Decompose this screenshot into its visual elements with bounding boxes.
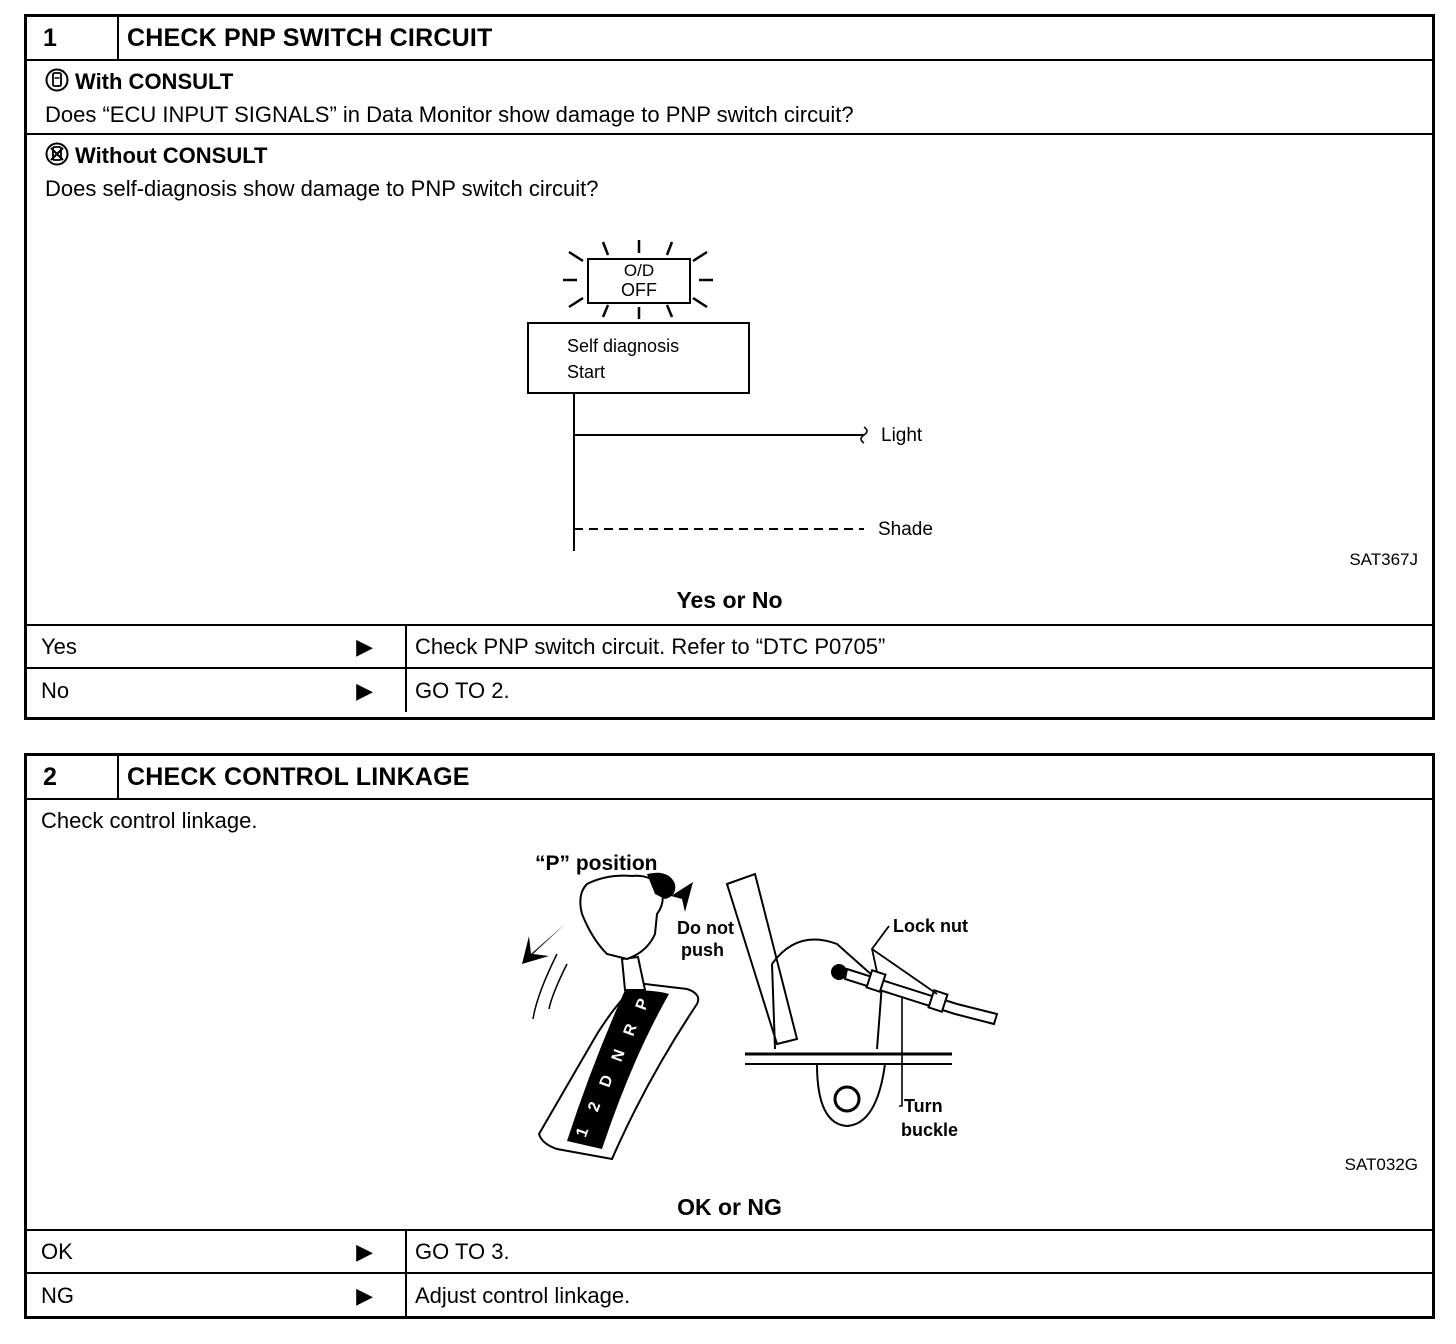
lamp-rays: [563, 240, 713, 319]
section-number: 2: [27, 756, 119, 798]
pivot-plate: [816, 1063, 886, 1128]
without-consult-block: Without CONSULT Does self-diagnosis show…: [27, 135, 1432, 626]
move-arrow: [522, 924, 565, 964]
hand: [579, 874, 664, 961]
shift-lever: [620, 955, 647, 991]
self-diagnosis-figure: O/D OFF Self diagnosis Start Light Shade: [527, 240, 933, 551]
section-1-panel: 1 CHECK PNP SWITCH CIRCUIT With CONSULT …: [24, 14, 1435, 720]
turn-buckle-shape: [927, 989, 949, 1013]
lock-nut-label: Lock nut: [893, 916, 968, 936]
linkage-bracket: [771, 938, 884, 1050]
no-consult-icon: [45, 142, 69, 174]
section-2-panel: 2 CHECK CONTROL LINKAGE Check control li…: [24, 753, 1435, 1319]
shade-label: Shade: [878, 519, 933, 540]
section-1-header: 1 CHECK PNP SWITCH CIRCUIT: [27, 17, 1432, 61]
with-consult-heading: With CONSULT: [75, 69, 234, 94]
linkage-arm: [725, 872, 799, 1046]
question-label: Yes or No: [676, 587, 783, 613]
lamp-label-line1: O/D: [624, 261, 654, 280]
do-not-push-line1: Do not: [677, 918, 734, 938]
arrow-icon: ▶: [356, 633, 373, 659]
pivot-bolt: [833, 1085, 861, 1113]
check-linkage-text: Check control linkage.: [41, 808, 258, 833]
self-diagnosis-box: [527, 322, 750, 394]
figure-code: SAT032G: [1344, 1155, 1418, 1174]
question-label: OK or NG: [677, 1194, 782, 1220]
light-break-mark: [860, 426, 868, 444]
arrow-icon: ▶: [356, 1238, 373, 1264]
lock-nut-shape: [865, 969, 887, 993]
without-consult-text: Does self-diagnosis show damage to PNP s…: [45, 176, 599, 201]
answer-row-yes: Yes ▶ Check PNP switch circuit. Refer to…: [27, 626, 1432, 669]
turn-buckle-leader: [899, 996, 903, 1107]
rod-joint: [831, 964, 847, 980]
answer-value: Check PNP switch circuit. Refer to “DTC …: [415, 633, 886, 659]
answer-row-ng: NG ▶ Adjust control linkage.: [27, 1274, 1432, 1317]
gate-letter: N: [609, 1047, 629, 1064]
section-number: 1: [27, 17, 119, 59]
lock-nut-leaders: [871, 925, 938, 995]
figure-code: SAT367J: [1349, 550, 1418, 569]
lamp-label-line2: OFF: [621, 280, 657, 300]
turn-buckle-line2: buckle: [901, 1120, 958, 1140]
arrow-icon: ▶: [356, 1282, 373, 1308]
section-2-header: 2 CHECK CONTROL LINKAGE: [27, 756, 1432, 800]
gate-slot-dark: [567, 990, 669, 1149]
do-not-push-line2: push: [681, 940, 724, 960]
answer-value: GO TO 3.: [415, 1238, 510, 1264]
section-title: CHECK PNP SWITCH CIRCUIT: [127, 23, 493, 52]
answer-value: Adjust control linkage.: [415, 1282, 631, 1308]
od-off-lamp: [587, 258, 691, 304]
without-consult-heading: Without CONSULT: [75, 143, 268, 168]
arrow-icon: ▶: [356, 677, 373, 703]
with-consult-block: With CONSULT Does “ECU INPUT SIGNALS” in…: [27, 61, 1432, 135]
section-title: CHECK CONTROL LINKAGE: [127, 762, 470, 791]
answer-value: GO TO 2.: [415, 677, 510, 703]
box-label-line1: Self diagnosis: [567, 336, 679, 356]
control-rod: [843, 967, 999, 1026]
gate-letter: D: [597, 1073, 617, 1090]
light-label: Light: [881, 425, 923, 446]
shift-knob: [647, 872, 676, 899]
answer-key: No: [41, 677, 70, 703]
with-consult-text: Does “ECU INPUT SIGNALS” in Data Monitor…: [45, 102, 854, 127]
answer-row-ok: OK ▶ GO TO 3.: [27, 1231, 1432, 1274]
turn-buckle-line1: Turn: [904, 1096, 943, 1116]
p-position-label: “P” position: [535, 852, 658, 875]
push-arrow: [671, 882, 693, 912]
motion-lines: [532, 953, 568, 1020]
answer-row-no: No ▶ GO TO 2.: [27, 669, 1432, 712]
answer-key: NG: [41, 1282, 74, 1308]
consult-icon: [45, 68, 69, 100]
answer-key: Yes: [41, 633, 77, 659]
answer-key: OK: [41, 1238, 73, 1264]
box-label-line2: Start: [567, 362, 605, 382]
